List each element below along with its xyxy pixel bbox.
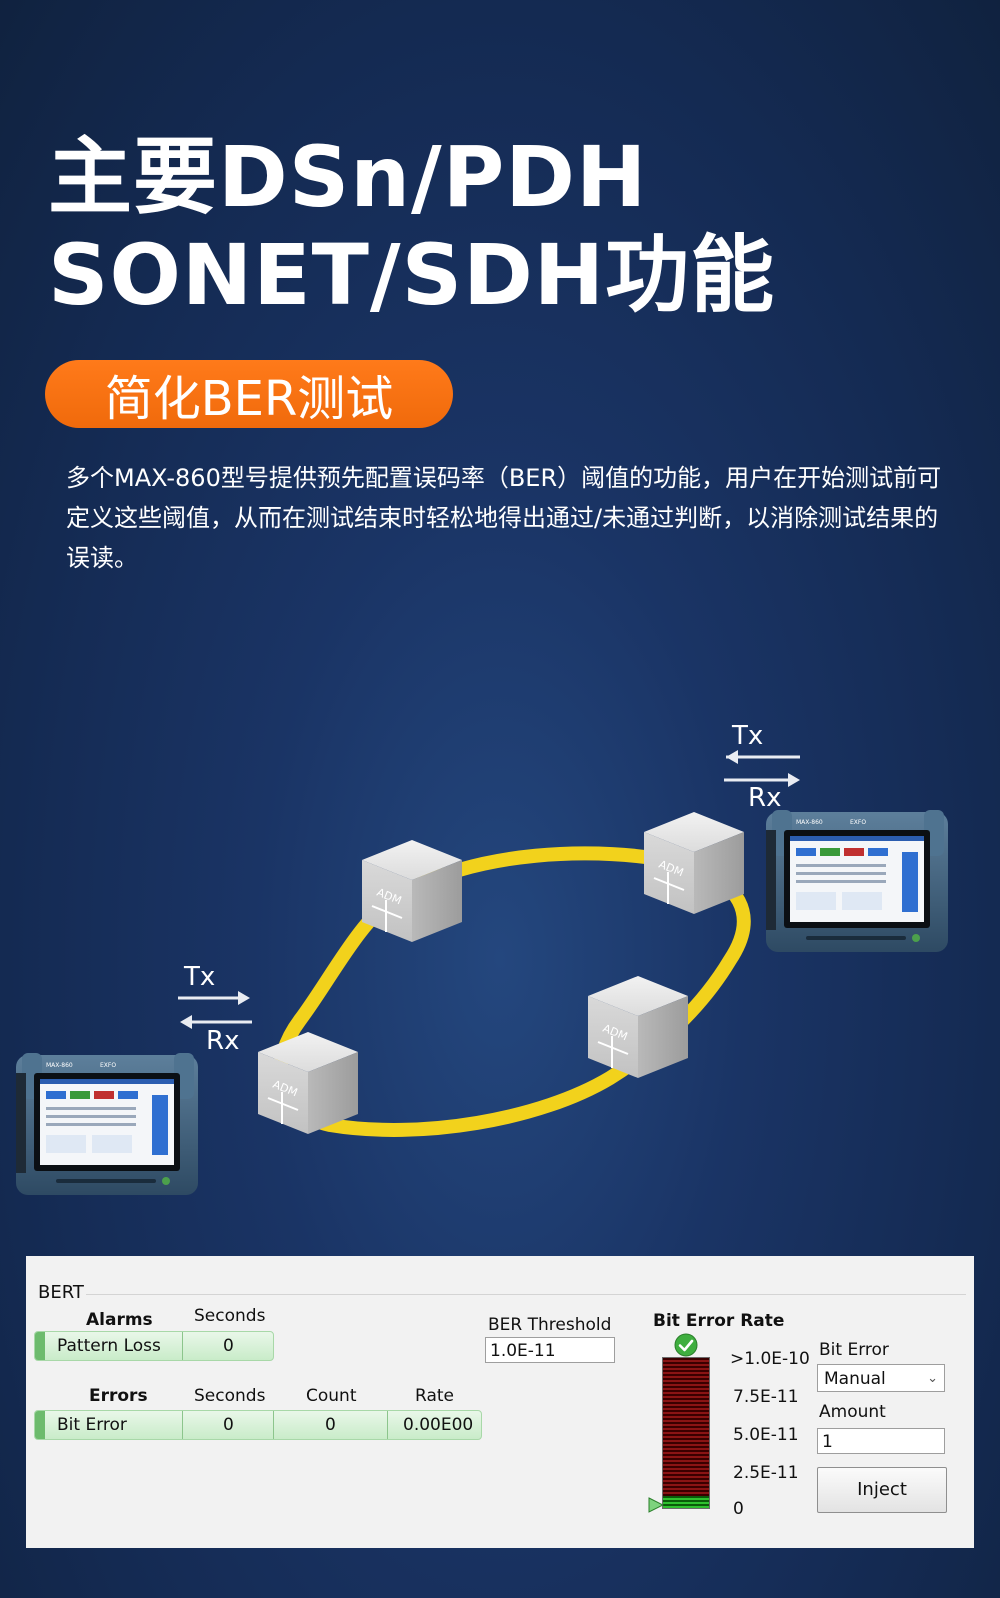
bit-error-label: Bit Error xyxy=(819,1340,889,1360)
tx-label-left: Tx xyxy=(183,962,215,992)
title-line-1: 主要DSn/PDH xyxy=(48,128,648,226)
arrow-right-icon xyxy=(238,991,250,1005)
bit-error-rate-label: Bit Error Rate xyxy=(653,1311,785,1331)
error-row-seconds: 0 xyxy=(223,1415,234,1435)
test-device-right: MAX-860 EXFO xyxy=(766,810,948,952)
bert-title: BERT xyxy=(38,1282,84,1303)
column-divider xyxy=(182,1411,183,1439)
bert-panel: BERT Alarms Seconds Pattern Loss 0 Error… xyxy=(26,1256,974,1548)
arrow-left-icon xyxy=(180,1015,192,1029)
adm-node-1: ADM xyxy=(362,840,462,942)
section-pill: 简化BER测试 xyxy=(45,360,453,428)
description: 多个MAX-860型号提供预先配置误码率（BER）阈值的功能，用户在开始测试前可… xyxy=(66,464,942,572)
device-model-right: MAX-860 xyxy=(796,819,823,826)
alarm-row-label: Pattern Loss xyxy=(57,1336,161,1356)
row-indicator xyxy=(35,1411,45,1439)
ber-threshold-label: BER Threshold xyxy=(488,1315,612,1335)
error-row-bit-error[interactable]: Bit Error 0 0 0.00E00 xyxy=(34,1410,482,1440)
txrx-right: Tx Rx xyxy=(724,721,800,813)
column-divider xyxy=(273,1411,274,1439)
scale-label-4: 0 xyxy=(733,1499,744,1519)
amount-label: Amount xyxy=(819,1402,886,1422)
txrx-left: Tx Rx xyxy=(178,962,252,1056)
alarms-header: Alarms xyxy=(86,1310,153,1330)
row-indicator xyxy=(35,1332,45,1360)
device-brand-left: EXFO xyxy=(100,1062,116,1069)
bit-error-rate-meter-fill xyxy=(663,1496,709,1508)
errors-seconds-header: Seconds xyxy=(194,1386,266,1406)
ber-threshold-input[interactable]: 1.0E-11 xyxy=(485,1337,615,1363)
arrow-left-icon xyxy=(726,750,738,764)
bit-error-mode-select[interactable]: Manual ⌄ xyxy=(817,1364,945,1392)
scale-label-3: 2.5E-11 xyxy=(733,1463,799,1483)
scale-label-1: 7.5E-11 xyxy=(733,1387,799,1407)
device-brand-right: EXFO xyxy=(850,819,866,826)
adm-node-2: ADM xyxy=(644,812,744,914)
page-title: 主要DSn/PDH SONET/SDH功能 xyxy=(48,128,775,324)
section-pill-label: 简化BER测试 xyxy=(104,371,394,427)
alarm-row-seconds: 0 xyxy=(223,1336,234,1356)
check-circle-icon xyxy=(674,1333,698,1357)
column-divider xyxy=(182,1332,183,1360)
inject-button[interactable]: Inject xyxy=(817,1467,947,1513)
threshold-marker-icon xyxy=(648,1497,664,1513)
adm-node-4: ADM xyxy=(258,1032,358,1134)
adm-node-3: ADM xyxy=(588,976,688,1078)
bit-error-rate-meter xyxy=(662,1357,710,1509)
bert-title-divider xyxy=(86,1294,966,1295)
scale-label-0: >1.0E-10 xyxy=(730,1349,810,1369)
alarms-seconds-header: Seconds xyxy=(194,1306,266,1326)
bit-error-mode-value: Manual xyxy=(824,1369,886,1389)
arrow-right-icon xyxy=(788,773,800,787)
ring-diagram-svg: ADM ADM ADM ADM Tx xyxy=(16,721,948,1195)
column-divider xyxy=(387,1411,388,1439)
tx-label-right: Tx xyxy=(731,721,763,751)
chevron-down-icon: ⌄ xyxy=(927,1371,938,1386)
error-row-rate: 0.00E00 xyxy=(403,1415,474,1435)
alarm-row-pattern-loss[interactable]: Pattern Loss 0 xyxy=(34,1331,274,1361)
network-diagram: ADM ADM ADM ADM Tx xyxy=(0,700,1000,1220)
rx-label-right: Rx xyxy=(748,783,781,813)
error-row-label: Bit Error xyxy=(57,1415,127,1435)
title-line-2: SONET/SDH功能 xyxy=(48,226,776,324)
test-device-left: MAX-860 EXFO xyxy=(16,1053,198,1195)
rx-label-left: Rx xyxy=(206,1026,239,1056)
errors-rate-header: Rate xyxy=(415,1386,454,1406)
error-row-count: 0 xyxy=(325,1415,336,1435)
amount-input[interactable]: 1 xyxy=(817,1428,945,1454)
errors-header: Errors xyxy=(89,1386,148,1406)
errors-count-header: Count xyxy=(306,1386,357,1406)
device-model-left: MAX-860 xyxy=(46,1062,73,1069)
scale-label-2: 5.0E-11 xyxy=(733,1425,799,1445)
